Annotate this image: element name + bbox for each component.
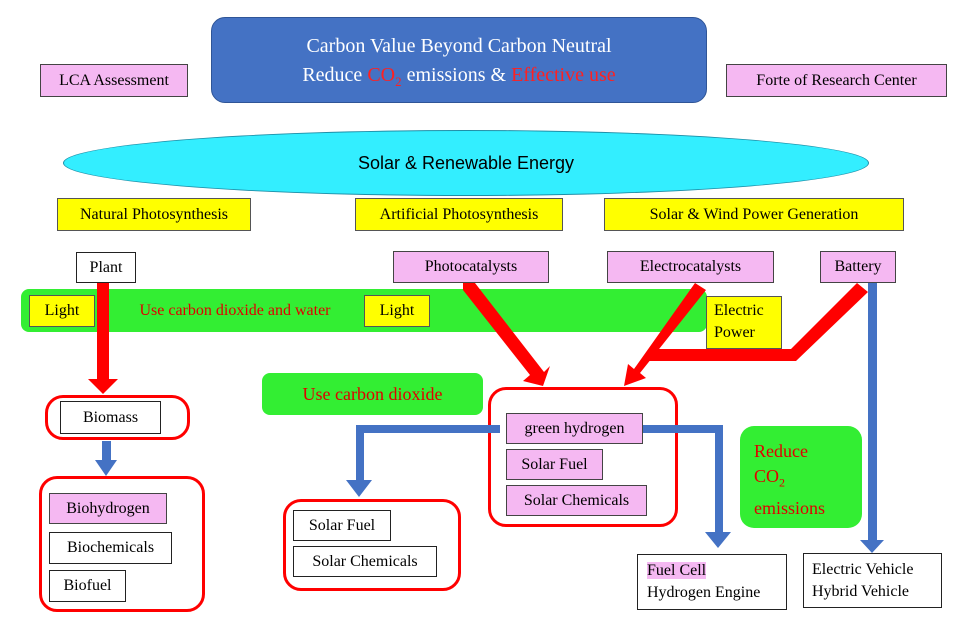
artificial-photosynthesis-label: Artificial Photosynthesis	[355, 198, 563, 231]
electrocatalysts-box: Electrocatalysts	[607, 251, 774, 283]
title-banner: Carbon Value Beyond Carbon Neutral Reduc…	[211, 17, 707, 103]
solar-chemicals-box: Solar Chemicals	[293, 546, 437, 577]
solar-fuel-box: Solar Fuel	[293, 510, 391, 541]
hydrogen-engine-label: Hydrogen Engine	[647, 584, 761, 601]
hydrogen-solar-fuel-box: Solar Fuel	[506, 449, 603, 480]
biomass-box: Biomass	[60, 401, 161, 434]
band-text: Use carbon dioxide and water	[139, 302, 331, 319]
hydrogen-to-fuelcell-arrow	[638, 425, 731, 548]
title-line2: Reduce CO2 emissions & Effective use	[302, 64, 616, 89]
hydrogen-to-solar-products-arrow	[346, 425, 500, 497]
hydrogen-solar-chemicals-box: Solar Chemicals	[506, 485, 647, 516]
fuel-cell-label: Fuel Cell	[647, 562, 707, 579]
electric-power-box: Electric Power	[706, 296, 782, 349]
photocatalysts-to-hydrogen-arrow	[463, 283, 550, 386]
light-label-2: Light	[364, 295, 430, 327]
biohydrogen-box: Biohydrogen	[49, 493, 167, 524]
green-hydrogen-box: green hydrogen	[506, 413, 643, 444]
reduce-co2-label: Reduce CO2 emissions	[740, 426, 862, 528]
battery-to-vehicle-arrow	[860, 283, 884, 553]
biochemicals-box: Biochemicals	[49, 532, 172, 564]
battery-box: Battery	[820, 251, 896, 283]
biofuel-box: Biofuel	[49, 570, 126, 602]
hybrid-vehicle-label: Hybrid Vehicle	[812, 583, 910, 600]
fuel-cell-box: Fuel Cell Hydrogen Engine	[637, 554, 787, 610]
forte-research-center-label: Forte of Research Center	[726, 64, 947, 97]
plant-to-biomass-arrow	[88, 283, 118, 394]
natural-photosynthesis-label: Natural Photosynthesis	[57, 198, 251, 231]
solar-renewable-energy-ellipse: Solar & Renewable Energy	[63, 130, 869, 196]
light-label-1: Light	[29, 295, 95, 327]
battery-power-line-arrow	[649, 283, 868, 361]
title-line1: Carbon Value Beyond Carbon Neutral	[306, 35, 612, 57]
photocatalysts-box: Photocatalysts	[393, 251, 549, 283]
electrocatalysts-to-hydrogen-arrow	[624, 283, 706, 386]
vehicle-box: Electric Vehicle Hybrid Vehicle	[803, 553, 942, 608]
biomass-to-bioproducts-arrow	[95, 441, 117, 476]
lca-assessment-label: LCA Assessment	[40, 64, 188, 97]
electric-vehicle-label: Electric Vehicle	[812, 561, 914, 578]
plant-box: Plant	[76, 252, 136, 283]
use-carbon-dioxide-label: Use carbon dioxide	[262, 373, 483, 415]
solar-wind-power-label: Solar & Wind Power Generation	[604, 198, 904, 231]
